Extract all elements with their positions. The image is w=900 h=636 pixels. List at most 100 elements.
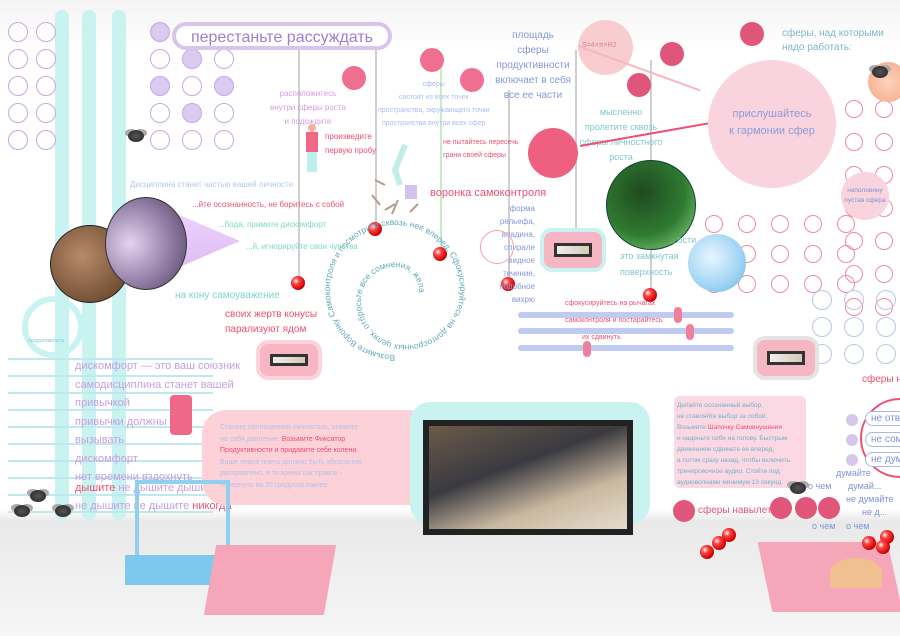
red-ball — [433, 247, 447, 261]
outline-circle — [844, 290, 864, 310]
video-screen-small[interactable] — [256, 340, 322, 380]
text-line: сферы личностного — [579, 137, 663, 147]
outline-circle — [845, 100, 863, 118]
text-line: поверхность — [620, 267, 673, 277]
text-line: повернуто на 20 градусов южнее. — [220, 481, 330, 489]
pink-dot — [420, 48, 444, 72]
text-line: наполовину — [847, 187, 883, 194]
red-ball — [700, 545, 714, 559]
outline-circle — [150, 76, 170, 96]
string — [440, 60, 442, 250]
outline-circle — [804, 215, 822, 233]
text-line: внутри сферы роста — [270, 103, 346, 112]
think-word: не думайте — [846, 494, 894, 504]
outline-circle — [8, 22, 28, 42]
text-line: грани своей сферы — [443, 152, 506, 159]
holed-sphere — [528, 128, 578, 178]
lever-knob — [673, 307, 682, 323]
text-line: аудиоволнами минимум 13 секунд. — [677, 479, 783, 486]
page-title: перестаньте рассуждать — [190, 29, 374, 46]
lever-text: сфокусируйтесь на рычагах — [565, 300, 656, 307]
pink-dot — [795, 497, 817, 519]
outline-circle — [150, 130, 170, 150]
text-line: движением сдвиньте ее вперед, — [677, 446, 775, 453]
text-line: мысленно — [599, 107, 643, 117]
text-line: видное — [508, 256, 535, 265]
text-line: на себя давление. — [220, 435, 282, 443]
text-line: сферы — [517, 45, 549, 56]
pink-dot — [770, 497, 792, 519]
outline-circle — [182, 76, 202, 96]
text-line: сферы — [422, 81, 445, 88]
outline-circle — [36, 103, 56, 123]
video-screen-small[interactable] — [540, 228, 606, 272]
purple-dot — [846, 434, 858, 446]
outline-circle — [8, 103, 28, 123]
outline-sphere — [480, 230, 514, 264]
text-line: Ваше левое плечо должно быть абсолютно — [220, 458, 362, 466]
main-video-screen[interactable] — [423, 420, 633, 535]
svg-text:Возьмите Воронку Самоконтроля: Возьмите Воронку Самоконтроля и посмотри… — [320, 215, 468, 363]
list-item: привычки должны — [75, 415, 167, 428]
text-line: своих жертв конусы — [225, 309, 318, 320]
fixator-highlight: Возьмите Фиксатор — [281, 435, 346, 443]
fly-icon — [55, 505, 71, 517]
outline-circle — [876, 317, 896, 337]
outline-circle — [844, 317, 864, 337]
text-line: произведите — [325, 132, 372, 141]
ruled-line — [8, 375, 213, 377]
pink-dot — [818, 497, 840, 519]
text-line: роста — [609, 152, 633, 162]
pink-dot — [660, 42, 684, 66]
text-line: все ее части — [503, 90, 563, 101]
outline-circle — [875, 265, 893, 283]
outline-circle — [812, 290, 832, 310]
self-suggestion-cap[interactable] — [830, 558, 882, 588]
floor-mat[interactable] — [203, 545, 337, 615]
pink-dot — [460, 68, 484, 92]
text-line: форма — [509, 204, 535, 213]
red-ball — [862, 536, 876, 550]
discipline-line: ...йте осознанность, не боритесь с собой — [192, 200, 345, 209]
text-line: не пытайтесь пересечь — [443, 139, 519, 146]
red-ball — [501, 277, 515, 291]
outline-circle — [36, 22, 56, 42]
outline-circle — [214, 76, 234, 96]
pink-dot — [342, 66, 366, 90]
text-line: продуктивности — [496, 60, 570, 71]
outline-circle — [705, 215, 723, 233]
text-line: надо работать: — [782, 42, 852, 53]
red-ball — [291, 276, 305, 290]
pressed-figure-icon — [170, 395, 192, 435]
outline-circle — [36, 49, 56, 69]
title-pill: перестаньте рассуждать — [172, 22, 392, 50]
text-line: и подождите — [284, 117, 332, 126]
outline-circle — [182, 130, 202, 150]
lever-text: их сдвинуть — [582, 334, 621, 341]
ruled-line — [8, 494, 213, 496]
red-ball — [368, 222, 382, 236]
list-item: привычкой — [75, 397, 130, 409]
outline-circle — [36, 76, 56, 96]
purple-dot — [846, 454, 858, 466]
person-figure-icon — [305, 124, 319, 174]
think-word: о чем — [808, 481, 832, 491]
fixator-chair — [135, 480, 230, 555]
list-item: дискомфорт — это ваш союзник — [75, 360, 241, 372]
outline-circle — [875, 100, 893, 118]
breathe-text: не дышите не дышите — [75, 500, 193, 512]
video-screen-small[interactable] — [753, 336, 819, 380]
list-item: дискомфорт — [75, 452, 138, 465]
text-line: а потом сразу назад, чтобы включить — [677, 457, 791, 464]
lever-text: самоконтроля и постарайтесь — [565, 317, 663, 324]
text-line: прислушайтесь — [732, 108, 812, 120]
think-word: думай... — [848, 481, 882, 491]
fly-away-label: сферы навылет — [698, 505, 772, 516]
outline-circle — [182, 103, 202, 123]
think-word: о чем — [812, 521, 836, 531]
